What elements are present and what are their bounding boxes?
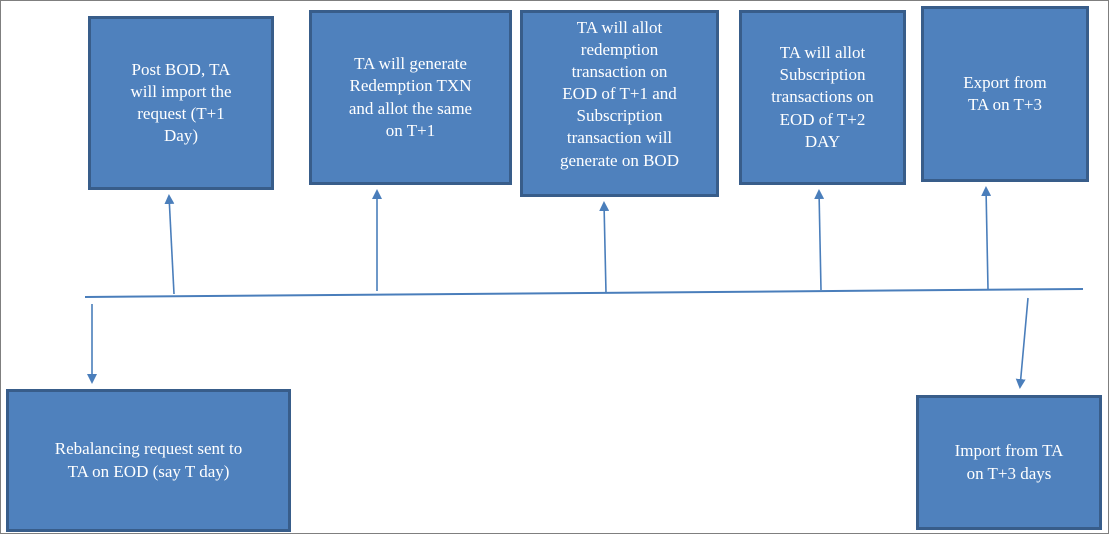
arrow-to-step-4 [814,189,825,291]
step-box-allot-redemption: TA will allot redemption transaction on … [520,10,719,197]
step-box-allot-subscription: TA will allot Subscription transactions … [739,10,906,185]
step-box-generate-redemption: TA will generate Redemption TXN and allo… [309,10,512,185]
step-box-rebalancing-request: Rebalancing request sent to TA on EOD (s… [6,389,291,532]
step-box-export-from-ta: Export from TA on T+3 [921,6,1089,182]
timeline-line [84,288,1084,298]
step-box-import-from-ta: Import from TA on T+3 days [916,395,1102,530]
arrow-to-step-5 [981,186,992,290]
arrow-to-end [1015,297,1029,389]
arrow-to-step-1 [164,194,175,295]
arrow-to-step-3 [599,201,610,294]
step-box-post-bod-import: Post BOD, TA will import the request (T+… [88,16,274,190]
